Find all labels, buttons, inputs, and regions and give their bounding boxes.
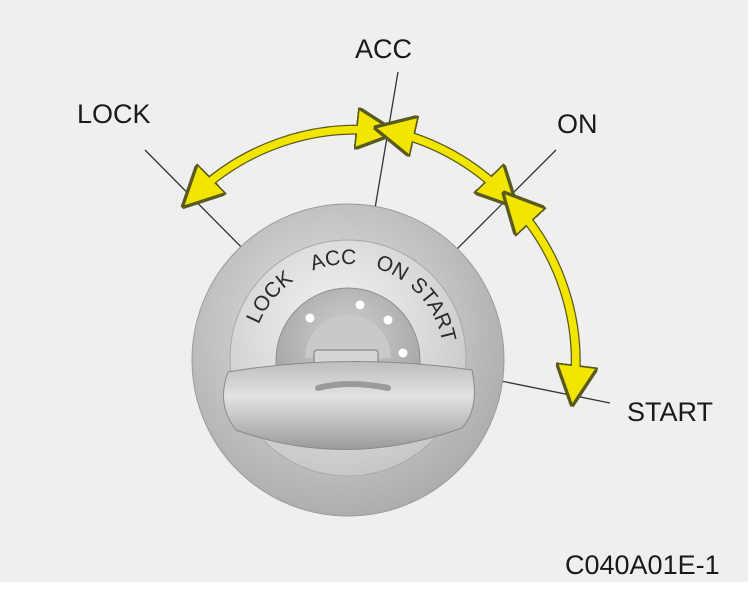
cylinder-dome [305,315,391,358]
diagram-canvas: LOCK ACC ON START LOCK ACC ON START C040… [0,0,748,582]
arrow-acc-on [390,131,506,196]
label-on: ON [557,109,598,139]
position-dot-lock [305,313,315,323]
label-start: START [627,397,713,427]
position-dot-on [383,315,393,325]
position-dot-acc [355,300,365,310]
rotation-arrows [194,130,576,390]
label-lock: LOCK [77,99,151,129]
label-acc: ACC [355,34,412,64]
figure-code: C040A01E-1 [565,550,720,580]
position-dot-start [398,348,408,358]
key-head-groove [315,381,391,391]
key-head [223,361,475,450]
